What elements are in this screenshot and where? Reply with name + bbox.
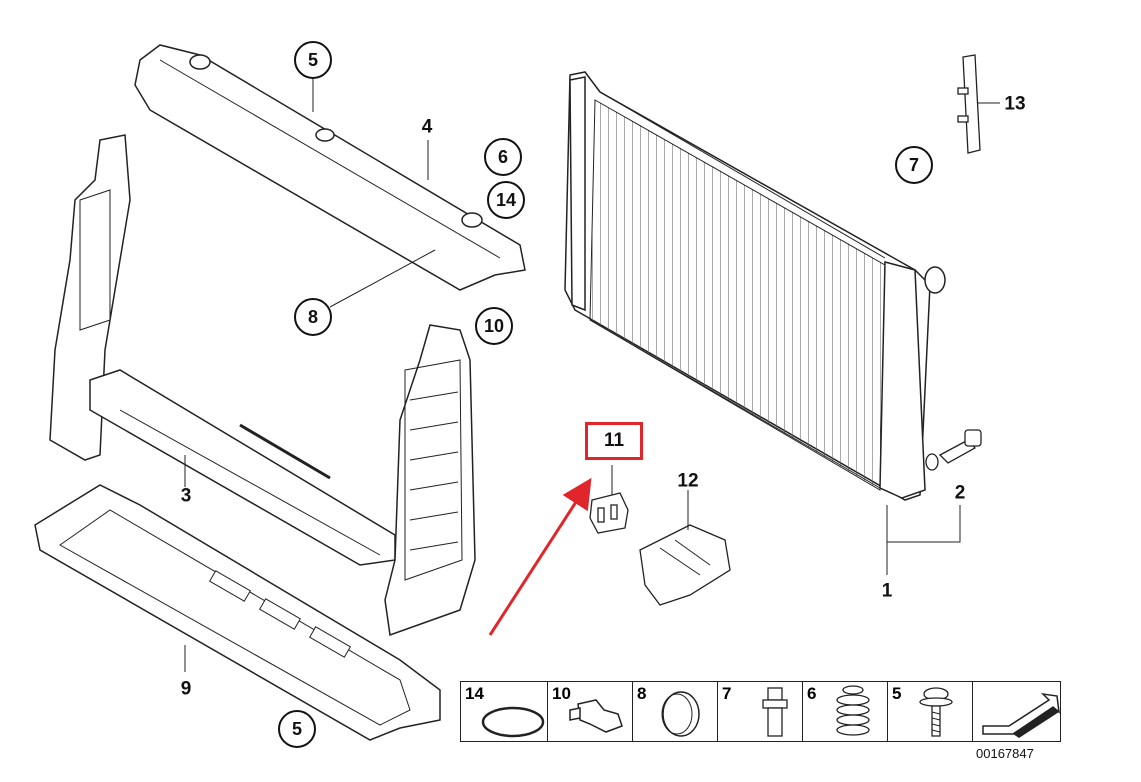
legend-number-8: 8 [637,684,647,703]
callout-9: 9 [180,678,192,700]
callout-3: 3 [180,485,192,507]
circled-callout-5-top: 5 [294,41,332,79]
legend-cell-5: 5 [888,682,973,741]
legend-cell-7: 7 [718,682,803,741]
legend-number-7: 7 [722,684,732,703]
legend-cell-10: 10 [548,682,633,741]
circled-callout-10: 10 [475,307,513,345]
circled-callout-8: 8 [294,298,332,336]
legend-number-10: 10 [552,684,571,703]
drain-plug [925,429,982,471]
spring-nut-icon [836,685,870,736]
callout-13: 13 [1004,93,1026,115]
lower-air-duct [34,484,441,741]
highlighted-callout-11: 11 [585,422,643,460]
o-ring-icon [481,706,545,738]
legend-number-6: 6 [807,684,817,703]
direction-arrow-icon [982,692,1060,738]
legend-number-5: 5 [892,684,902,703]
circled-callout-5-bottom: 5 [278,710,316,748]
bracket-12 [639,524,731,606]
highlight-arrow [488,477,592,636]
clip-11 [589,492,629,534]
leader-lines [184,76,1000,672]
rubber-mount-icon [569,699,623,733]
circled-callout-6: 6 [484,138,522,176]
callout-2: 2 [954,482,966,504]
parts-legend: 14 10 8 7 6 [460,681,1061,742]
screw-icon [919,687,953,737]
legend-cell-direction [973,682,1066,741]
circled-callout-7: 7 [895,146,933,184]
callout-4: 4 [421,116,433,138]
legend-cell-14: 14 [461,682,548,741]
legend-number-14: 14 [465,684,484,703]
bracket-13 [957,54,981,154]
legend-cell-8: 8 [633,682,718,741]
expansion-rivet-icon [762,687,788,737]
radiator-frame [49,44,526,637]
radiator [564,71,946,501]
document-number: 00167847 [976,746,1034,761]
callout-12: 12 [677,470,699,492]
legend-cell-6: 6 [803,682,888,741]
callout-1: 1 [881,580,893,602]
circled-callout-14: 14 [487,181,525,219]
cap-icon [661,691,700,737]
